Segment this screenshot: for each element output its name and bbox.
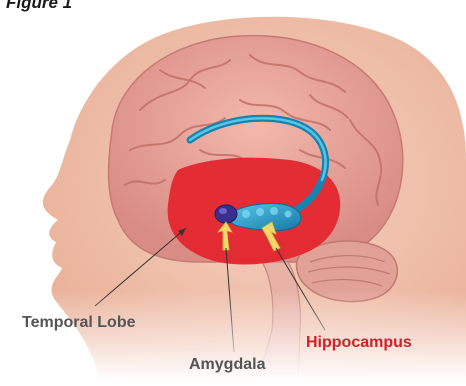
amygdala-highlight xyxy=(219,208,227,214)
figure-title: Figure 1 xyxy=(6,0,72,13)
temporal-lobe-label: Temporal Lobe xyxy=(22,314,136,332)
amygdala-structure xyxy=(215,205,237,223)
amygdala-label: Amygdala xyxy=(189,356,265,374)
hippocampus-label: Hippocampus xyxy=(306,334,412,352)
